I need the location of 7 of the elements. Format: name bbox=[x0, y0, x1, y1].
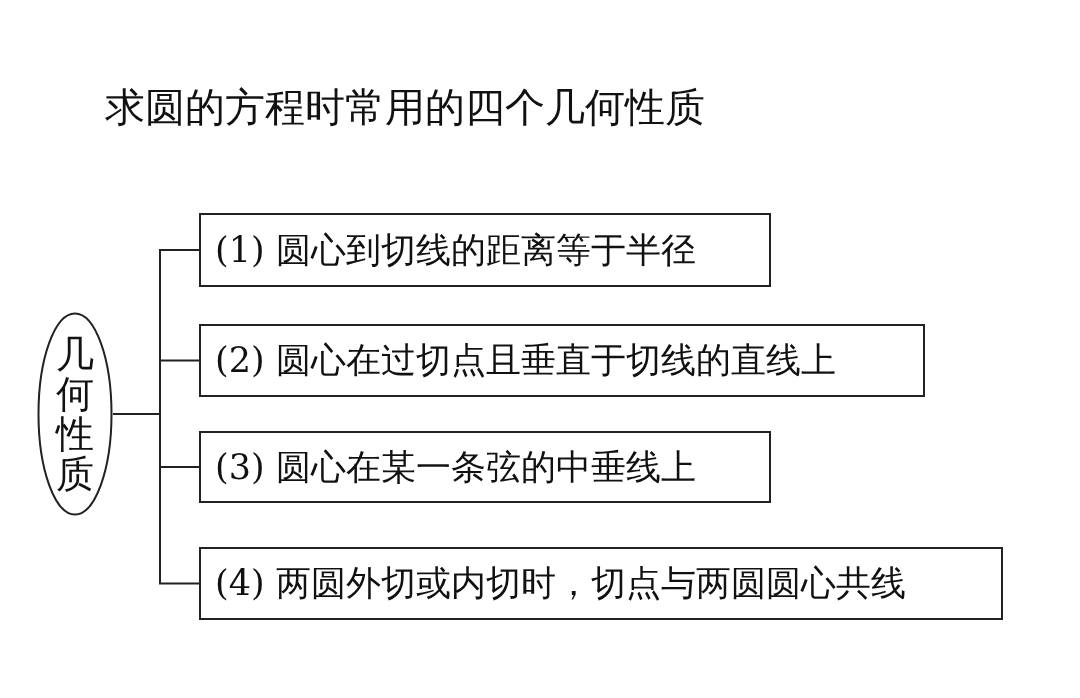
property-box: (4) 两圆外切或内切时，切点与两圆圆心共线 bbox=[199, 547, 1003, 620]
topic-label: 几何性质 bbox=[56, 334, 94, 494]
property-box: (1) 圆心到切线的距离等于半径 bbox=[199, 213, 771, 287]
property-box: (3) 圆心在某一条弦的中垂线上 bbox=[199, 431, 771, 503]
title: 求圆的方程时常用的四个几何性质 bbox=[105, 83, 705, 132]
property-box: (2) 圆心在过切点且垂直于切线的直线上 bbox=[199, 324, 925, 397]
connector-line bbox=[112, 413, 200, 585]
